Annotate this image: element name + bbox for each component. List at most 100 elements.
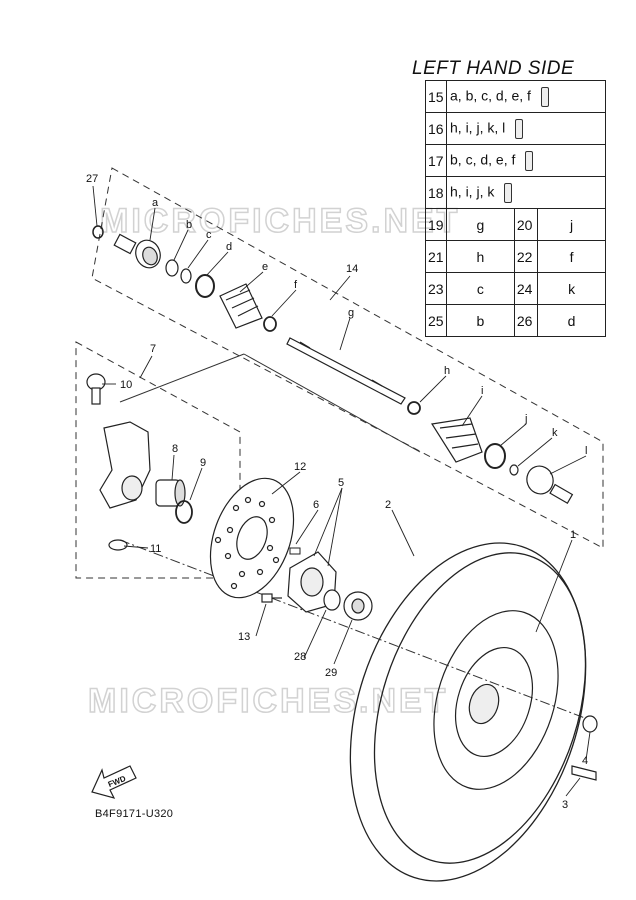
legend-letters-text: a, b, c, d, e, f [450,87,531,104]
legend-value: f [537,240,606,273]
callout-12: 12 [294,461,306,473]
boot-i [431,417,483,463]
grease-tube-icon [515,118,524,139]
callout-27: 27 [86,173,98,185]
callout-9: 9 [200,457,206,469]
callout-b: b [186,219,192,231]
grease-tube-icon [504,182,513,203]
band-d [195,274,215,298]
fwd-arrow-icon: FWD [91,765,137,799]
drive-shaft-g [286,337,406,405]
legend-letters: b, c, d, e, f [446,144,606,177]
lug-nut-4 [582,715,598,733]
rim-1 [433,610,559,790]
callout-4: 4 [582,755,588,767]
diagram-code: B4F9171-U320 [95,808,174,820]
legend-value: b [446,304,515,337]
legend-letters-text: h, i, j, k [450,183,495,200]
legend-number: 21 [425,240,447,273]
legend-row: 18 h, i, j, k [425,176,606,209]
outline-link [119,353,245,403]
knuckle-assembly-outline [75,341,241,579]
legend-number: 23 [425,272,447,305]
callout-28: 28 [294,651,306,663]
callout-a: a [152,197,159,209]
callout-6: 6 [313,499,319,511]
bearing-8 [155,479,186,507]
callout-i: i [481,385,483,397]
callout-5: 5 [338,477,344,489]
callout-d: d [226,241,232,253]
callout-j: j [524,413,527,425]
legend-number: 19 [425,208,447,241]
legend-pair-row: 19 g 20 j [425,208,606,241]
cv-joint-outer [113,233,161,269]
callout-8: 8 [172,443,178,455]
legend-value: h [446,240,515,273]
legend-value: g [446,208,515,241]
valve-3 [571,765,597,781]
legend-letters: h, i, j, k [446,176,606,209]
legend-value: c [446,272,515,305]
grease-tube-icon [540,86,549,107]
callout-7: 7 [150,343,156,355]
outline-link-2 [243,353,421,453]
legend-letters: a, b, c, d, e, f [446,80,606,113]
callout-g: g [348,307,354,319]
band-j [484,443,506,469]
callout-14: 14 [346,263,358,275]
legend-number: 16 [425,112,447,145]
circlip-9 [175,500,193,524]
ring-k [509,464,519,476]
callout-11: 11 [150,543,161,555]
tire-2 [349,542,587,882]
legend-row: 15 a, b, c, d, e, f [425,80,606,113]
legend-number: 25 [425,304,447,337]
legend-row: 16 h, i, j, k, l [425,112,606,145]
diagram-side-title: LEFT HAND SIDE [412,58,575,79]
cv-joint-inner [526,465,574,505]
legend-letters-text: h, i, j, k, l [450,119,506,136]
callout-k: k [552,427,558,439]
callout-c: c [206,229,212,241]
legend-number: 26 [513,304,539,337]
legend-number: 17 [425,144,447,177]
legend-number: 22 [513,240,539,273]
legend-row: 17 b, c, d, e, f [425,144,606,177]
legend-value: k [537,272,606,305]
clamp-h [407,401,421,415]
ring-c [180,268,192,284]
legend-pair-row: 25 b 26 d [425,304,606,337]
callout-labels: 27 a b c d e f 14 g h i j k l 7 10 8 9 1… [86,173,588,811]
watermark-top: MICROFICHES.NET [100,202,460,240]
bolt-13 [261,593,282,603]
clip-11 [108,539,128,551]
leader-lines [92,185,591,797]
callout-f: f [294,279,298,291]
grease-tube-icon [525,150,534,171]
bolt-6 [289,547,301,555]
watermark-bottom: MICROFICHES.NET [88,682,448,720]
legend-letters-text: b, c, d, e, f [450,151,516,168]
legend-pair-row: 21 h 22 f [425,240,606,273]
legend-letters: h, i, j, k, l [446,112,606,145]
callout-3: 3 [562,799,568,811]
ball-joint-10 [86,373,106,405]
knuckle-7 [99,421,151,509]
legend-pair-row: 23 c 24 k [425,272,606,305]
legend-value: d [537,304,606,337]
legend-number: 24 [513,272,539,305]
brake-disc-12 [209,477,295,599]
boot-e [219,283,263,329]
nut-29 [343,591,373,621]
callout-10: 10 [120,379,132,391]
callout-13: 13 [238,631,250,643]
callout-e: e [262,261,268,273]
ring-27 [92,225,104,239]
legend-number: 18 [425,176,447,209]
callout-h: h [444,365,450,377]
legend-number: 15 [425,80,447,113]
parts-legend-table: 15 a, b, c, d, e, f 16 h, i, j, k, l 17 … [425,80,606,337]
